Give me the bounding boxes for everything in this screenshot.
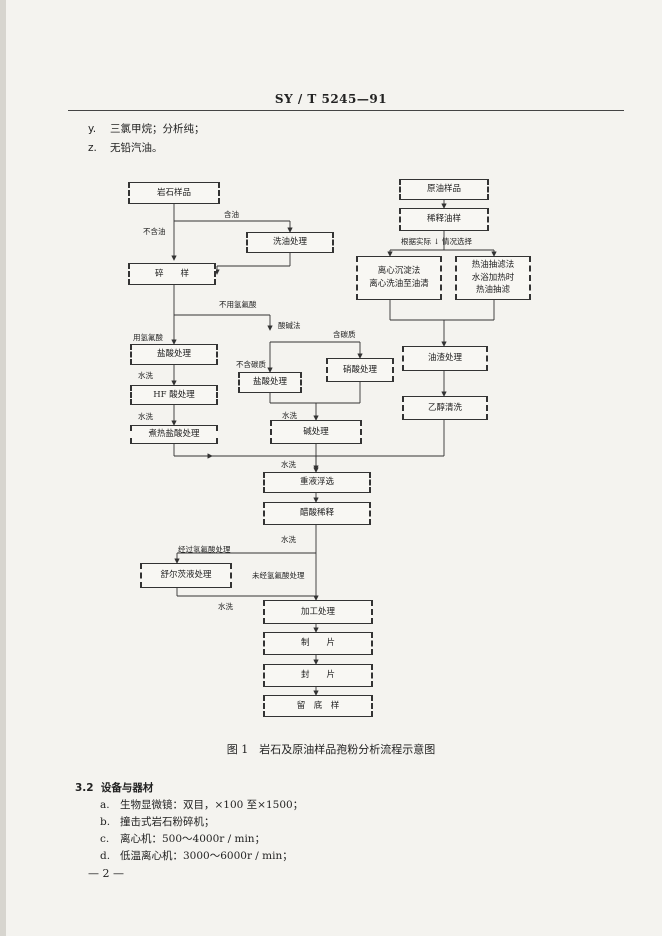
box-seal-slide: 封 片	[263, 664, 373, 687]
box-nitric: 硝酸处理	[326, 358, 394, 382]
list-item: c.离心机：500～4000r / min；	[100, 833, 266, 845]
list-item: a.生物显微镜：双目，×100 至×1500；	[100, 799, 304, 811]
standard-number-header: SY / T 5245—91	[274, 92, 388, 106]
label-water-wash: 水洗	[218, 602, 233, 611]
label-contains-oil: 含油	[224, 210, 239, 219]
box-hcl-2: 盐酸处理	[238, 372, 302, 393]
list-item: z.无铅汽油。	[88, 142, 163, 154]
label-acid-alkali: 酸碱法	[278, 321, 301, 330]
box-ethanol: 乙醇清洗	[402, 396, 488, 420]
label-no-hf: 不用氢氟酸	[219, 300, 257, 309]
box-alkali: 碱处理	[270, 420, 362, 444]
box-boil-hcl: 煮热盐酸处理	[130, 425, 218, 444]
box-hot-filter: 热油抽滤法水浴加热时热油抽滤	[455, 256, 531, 300]
list-item: d.低温离心机：3000～6000r / min；	[100, 850, 293, 862]
label-with-hf: 用氢氟酸	[133, 333, 163, 342]
page-number: — 2 —	[88, 867, 124, 880]
box-retain-sample: 留 底 样	[263, 695, 373, 717]
box-crush: 碎 样	[128, 263, 216, 285]
box-hcl-1: 盐酸处理	[130, 344, 218, 365]
list-item: b.撞击式岩石粉碎机；	[100, 816, 215, 828]
box-acetic: 醋酸稀释	[263, 502, 371, 525]
box-heavy-liquid: 重液浮选	[263, 472, 371, 493]
label-after-hf: 经过氢氟酸处理	[178, 545, 231, 554]
list-item: y.三氯甲烷；分析纯；	[88, 123, 205, 135]
box-schulze: 舒尔茨液处理	[140, 563, 232, 588]
box-processing: 加工处理	[263, 600, 373, 624]
label-water-wash: 水洗	[138, 371, 153, 380]
label-select: 根据实际 ↓ 情况选择	[401, 237, 473, 246]
label-contains-carbonate: 含碳质	[333, 330, 356, 339]
label-no-oil: 不含油	[143, 227, 166, 236]
label-no-hf-treated: 未经氢氟酸处理	[252, 571, 305, 580]
box-hf: HF 酸处理	[130, 385, 218, 405]
box-rock-sample: 岩石样品	[128, 182, 220, 204]
label-water-wash: 水洗	[281, 460, 296, 469]
label-water-wash: 水洗	[282, 411, 297, 420]
box-crude-sample: 原油样品	[399, 179, 489, 200]
header-rule	[68, 110, 624, 111]
figure-caption: 图 1 岩石及原油样品孢粉分析流程示意图	[226, 743, 436, 756]
box-make-slide: 制 片	[263, 632, 373, 655]
label-water-wash: 水洗	[138, 412, 153, 421]
label-no-carbonate: 不含碳质	[236, 360, 266, 369]
section-heading: 3.2 设备与器材	[75, 782, 154, 794]
box-dilute: 稀释油样	[399, 208, 489, 231]
scan-edge-shadow	[0, 0, 6, 936]
box-centrifuge: 离心沉淀法离心洗油至油清	[356, 256, 442, 300]
box-residue: 油渣处理	[402, 346, 488, 371]
label-water-wash: 水洗	[281, 535, 296, 544]
box-oil-wash: 洗油处理	[246, 232, 334, 253]
